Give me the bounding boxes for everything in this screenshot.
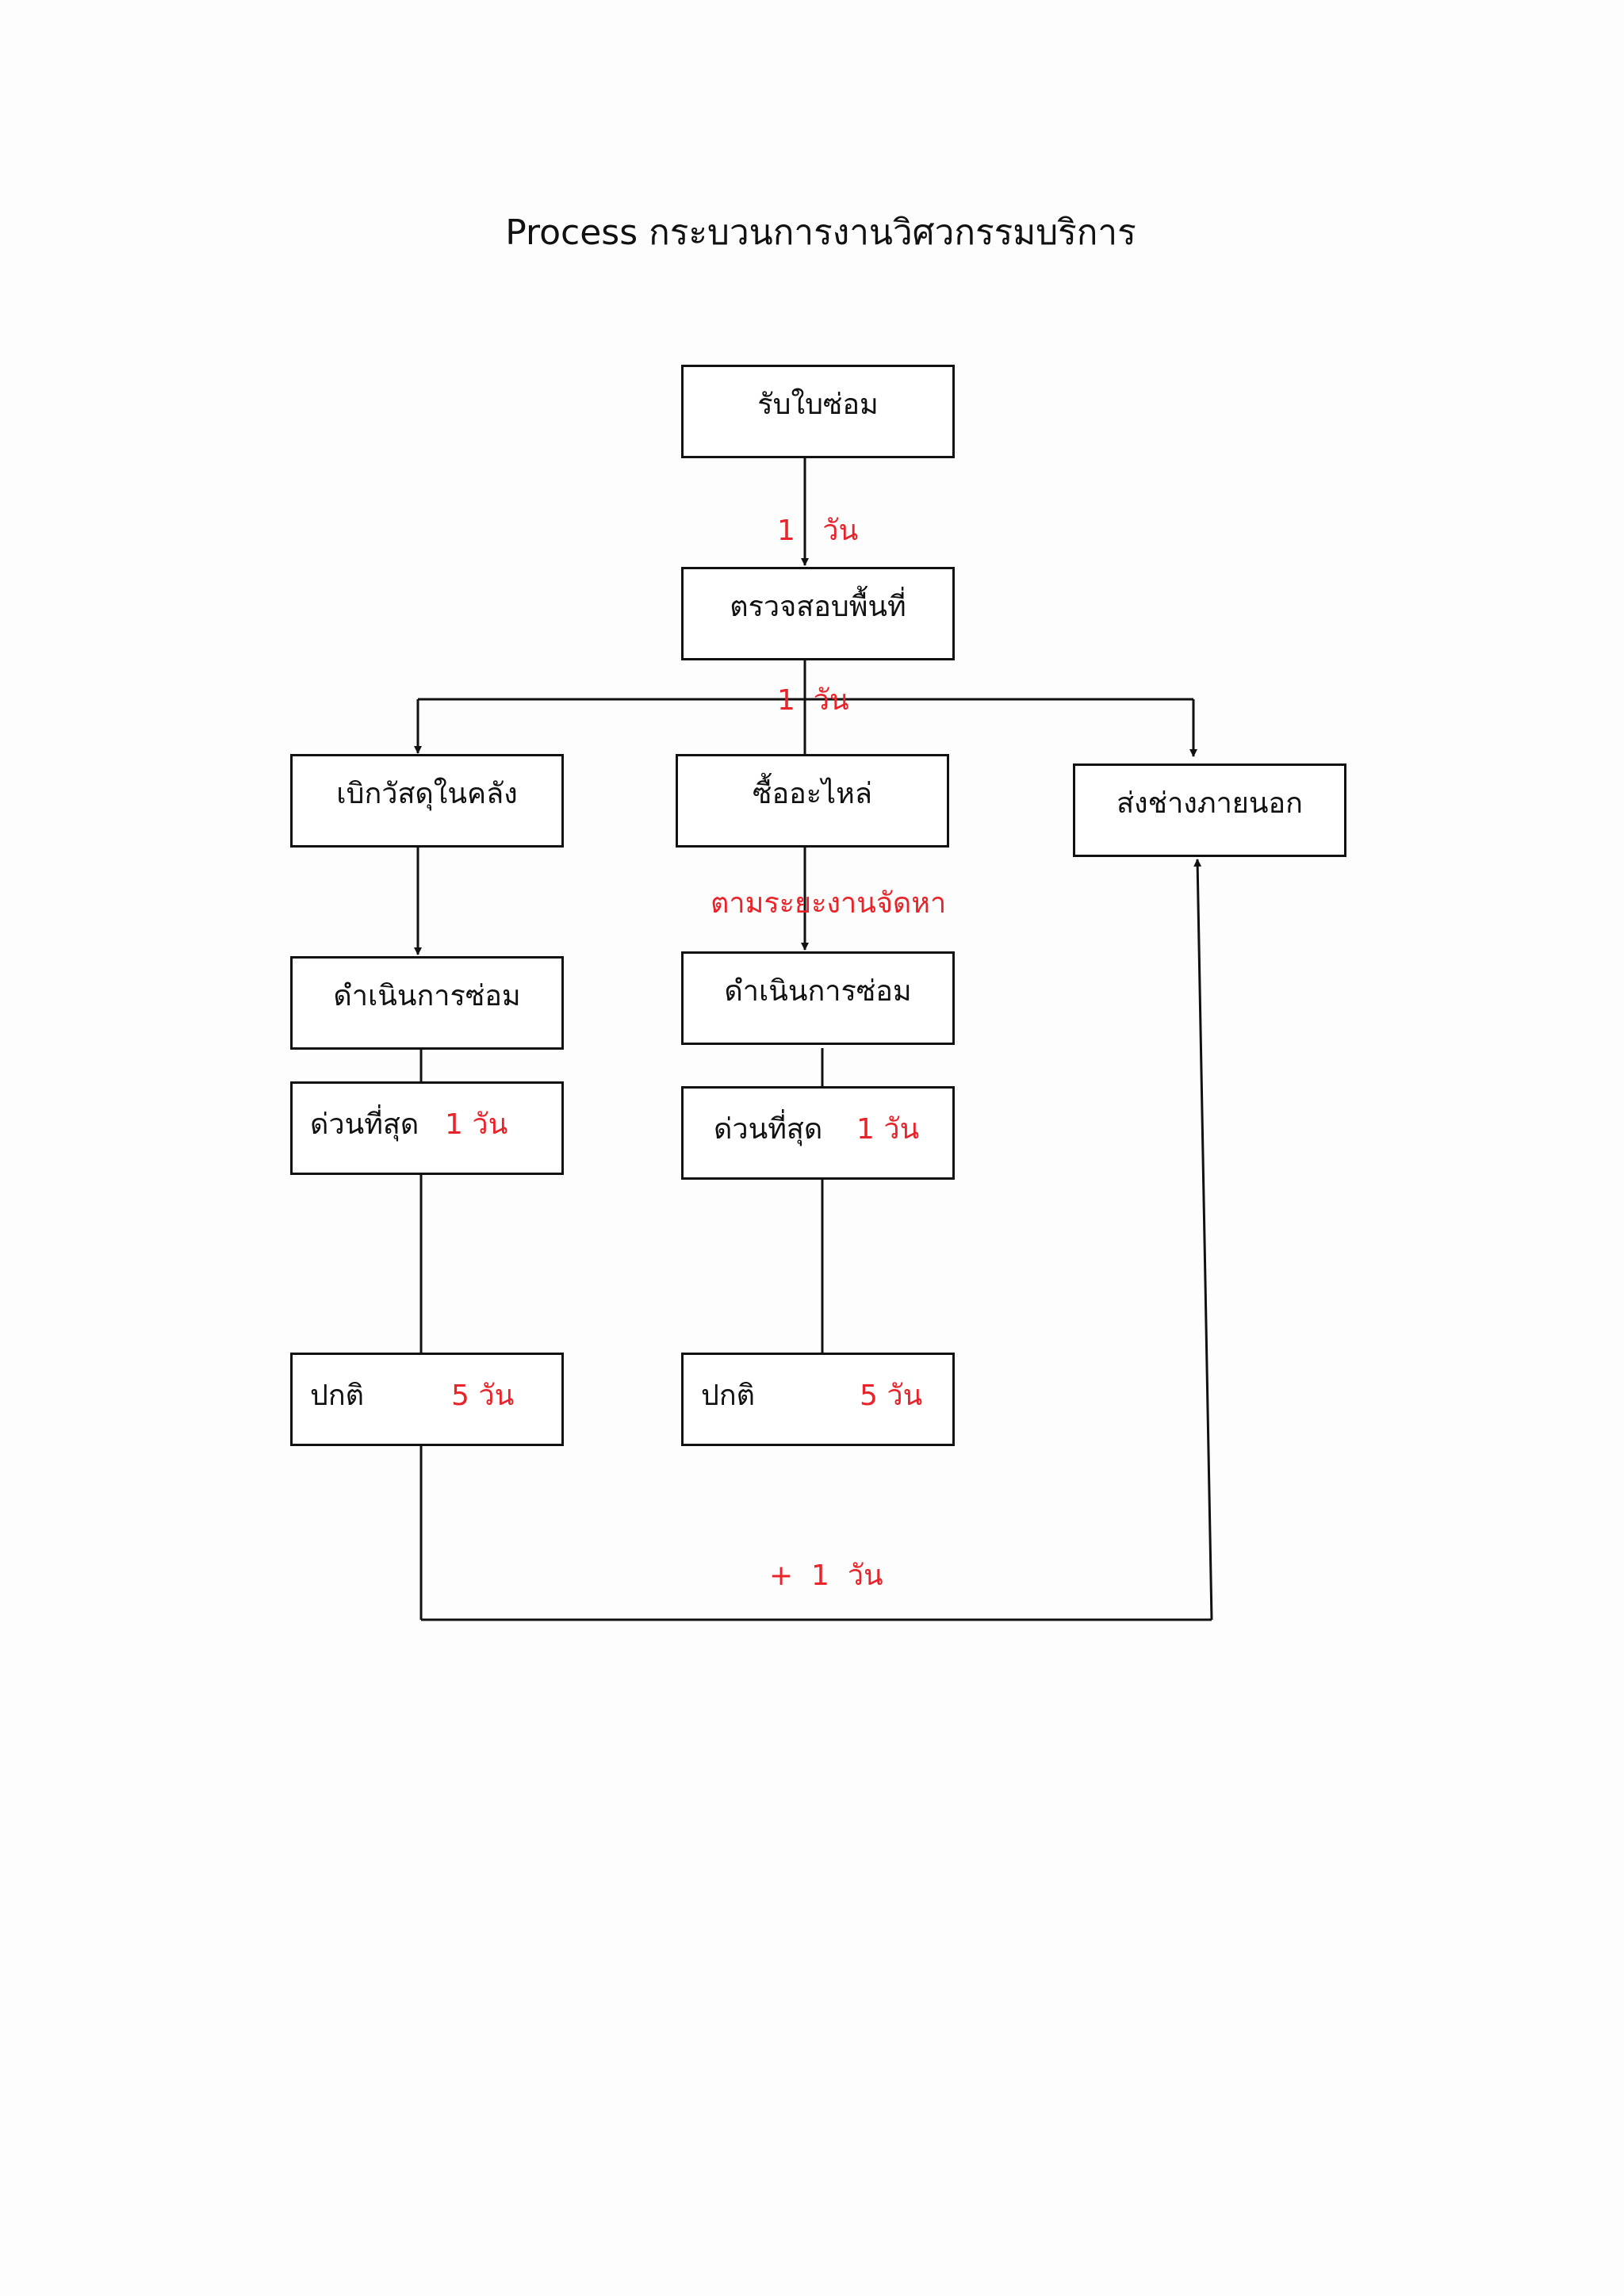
normal-right-label: ปกติ [701,1380,756,1412]
node-inspect: ตรวจสอบพื้นที่ [681,567,955,660]
node-receive: รับใบซ่อม [681,365,955,458]
urgent-left-duration: 1 วัน [445,1108,508,1141]
node-withdraw-label: เบิกวัสดุในคลัง [336,777,518,810]
node-withdraw: เบิกวัสดุในคลัง [290,754,564,848]
edge-label-purchase-to-repair: ตามระยะงานจัดหา [710,887,947,920]
node-urgent-right: ด่วนที่สุด 1 วัน [681,1086,955,1180]
node-receive-label: รับใบซ่อม [757,388,879,421]
urgent-right-duration: 1 วัน [856,1113,920,1146]
node-purchase: ซื้ออะไหล่ [676,754,949,848]
urgent-left-label: ด่วนที่สุด [310,1108,419,1141]
edge-label-return-to-outsource: + 1 วัน [769,1559,883,1592]
normal-right-duration: 5 วัน [860,1380,923,1412]
node-urgent-left: ด่วนที่สุด 1 วัน [290,1081,564,1175]
node-normal-left: ปกติ 5 วัน [290,1353,564,1446]
node-inspect-label: ตรวจสอบพื้นที่ [730,590,906,623]
node-repair-right: ดำเนินการซ่อม [681,951,955,1045]
node-repair-right-label: ดำเนินการซ่อม [724,974,912,1008]
node-outsource: ส่งช่างภายนอก [1073,763,1346,857]
normal-left-duration: 5 วัน [451,1380,515,1412]
node-purchase-label: ซื้ออะไหล่ [753,777,872,810]
arrow-return-to-outsource [1193,859,1213,1621]
node-normal-right: ปกติ 5 วัน [681,1353,955,1446]
normal-left-label: ปกติ [310,1380,365,1412]
node-repair-left: ดำเนินการซ่อม [290,956,564,1050]
edge-label-inspect-to-branches: 1 วัน [777,684,849,717]
node-outsource-label: ส่งช่างภายนอก [1116,786,1303,820]
edge-label-receive-to-inspect: 1 วัน [777,515,859,547]
urgent-right-label: ด่วนที่สุด [714,1113,823,1146]
node-repair-left-label: ดำเนินการซ่อม [333,979,521,1012]
page-title: Process กระบวนการงานวิศวกรรมบริการ [505,212,1136,253]
